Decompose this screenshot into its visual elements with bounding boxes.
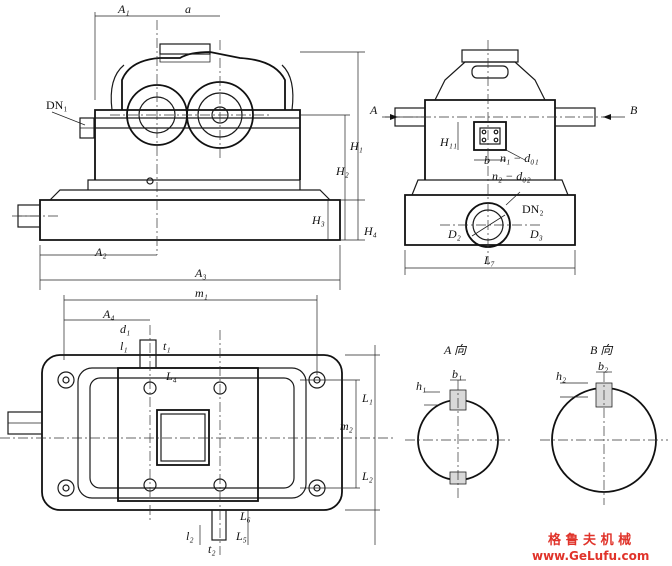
section-a [405,379,512,500]
label-m1: m₁ [195,286,208,300]
label-L7: L₇ [483,253,495,267]
label-L5: L₅ [235,529,247,543]
label-L1: L₁ [361,391,373,405]
label-H1: H₁ [349,139,363,153]
front-view [12,12,365,290]
label-A4: A₄ [102,307,115,321]
label-H11: H₁₁ [439,135,457,149]
label-b: b [484,153,490,167]
label-b2: b₂ [598,359,608,373]
label-t1: t₁ [163,339,171,353]
label-arrow-B: B [630,103,638,117]
label-b1: b₁ [452,367,462,381]
label-h1: h₁ [416,379,426,393]
label-H3: H₃ [311,213,325,227]
watermark-cn: 格 鲁 夫 机 械 [548,532,631,548]
label-view-B: B 向 [590,343,613,357]
plan-view [0,295,395,555]
label-D2: D₂ [447,227,461,241]
label-A3: A₃ [194,266,207,280]
label-arrow-A: A [369,103,378,117]
label-l2: l₂ [186,529,194,543]
label-DN2: DN₂ [522,202,544,216]
watermark-url: www.GeLufu.com [532,549,649,563]
label-H4: H₄ [363,224,377,238]
side-view [382,40,625,275]
label-t2: t₂ [208,542,216,556]
label-n2-d02: n₂ − d₀₂ [492,169,531,183]
corner-bolts [57,371,326,497]
label-D3: D₃ [529,227,543,241]
label-m2: m₂ [340,419,353,433]
label-l1: l₁ [120,339,128,353]
label-h2: h₂ [556,369,566,383]
label-A1: A₁ [117,2,130,16]
label-view-A: A 向 [443,343,467,357]
section-b [540,371,668,505]
label-DN1: DN₁ [46,98,68,112]
label-L6: L₆ [239,509,251,523]
label-a: a [185,2,191,16]
label-L4: L₄ [165,369,177,383]
label-H2: H₂ [335,164,349,178]
label-n1-d01: n₁ − d₀₁ [500,151,539,165]
label-d1: d₁ [120,322,130,336]
label-L2: L₂ [361,469,373,483]
label-A2: A₂ [94,245,107,259]
